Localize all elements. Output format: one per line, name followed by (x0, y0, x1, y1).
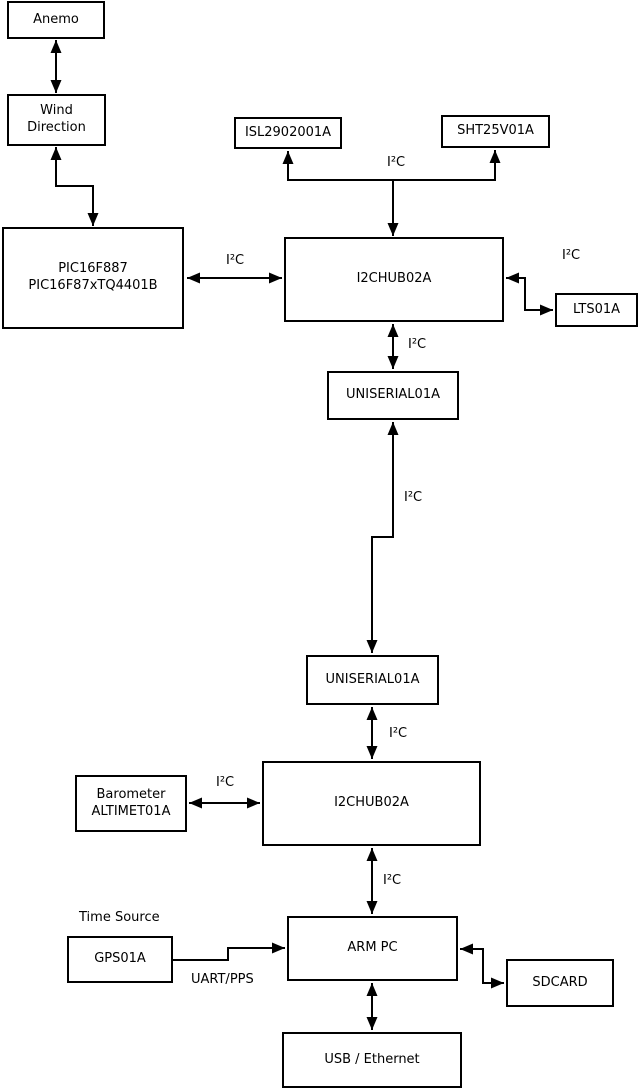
node-barometer-label-line1: Barometer (96, 786, 166, 802)
node-wind-direction-label-line1: Wind (40, 103, 73, 119)
node-usb-ethernet-label: USB / Ethernet (324, 1051, 420, 1067)
node-lts01a-label: LTS01A (572, 301, 621, 317)
node-wind-direction: Wind Direction (7, 94, 106, 146)
node-anemo-label: Anemo (33, 11, 79, 27)
node-usb-ethernet: USB / Ethernet (282, 1032, 462, 1088)
connector-i2chub-top-lts (506, 272, 553, 316)
node-sht25v01a-label: SHT25V01A (457, 123, 534, 139)
edge-label-i2c-uniserial-link: I²C (404, 490, 423, 505)
connector-armpc-sdcard (460, 943, 504, 989)
node-i2chub02a-bottom: I2CHUB02A (262, 761, 481, 846)
connector-gps-armpc (173, 942, 285, 961)
node-uniserial01a-bottom: UNISERIAL01A (306, 655, 439, 705)
node-sdcard-label: SDCARD (532, 974, 588, 990)
node-arm-pc-label: ARM PC (347, 940, 398, 956)
node-isl2902001a-label: ISL2902001A (244, 124, 332, 140)
node-i2chub02a-bottom-label: I2CHUB02A (334, 795, 409, 811)
node-gps01a: GPS01A (67, 936, 173, 983)
node-sdcard: SDCARD (506, 959, 614, 1007)
node-gps01a-label: GPS01A (94, 951, 146, 967)
node-uniserial01a-top: UNISERIAL01A (327, 371, 459, 420)
node-wind-direction-label-line2: Direction (27, 120, 86, 135)
edge-label-i2c-hub-uniserial-top: I²C (408, 337, 427, 352)
node-sht25v01a: SHT25V01A (441, 115, 550, 148)
edge-label-uart-pps: UART/PPS (191, 972, 254, 987)
node-lts01a: LTS01A (555, 293, 638, 327)
node-pic16f887-label-line2: PIC16F87xTQ4401B (28, 278, 158, 293)
connector-winddirection-pic (50, 147, 99, 226)
connector-isl-sht-branch (282, 150, 501, 181)
edge-label-i2c-pic-hub: I²C (226, 253, 245, 268)
node-pic16f887: PIC16F887 PIC16F87xTQ4401B (2, 227, 184, 329)
edge-label-i2c-hub-lts: I²C (562, 248, 581, 263)
edge-label-i2c-uniserial-hub-bottom: I²C (389, 726, 408, 741)
node-pic16f887-label-line1: PIC16F887 (58, 261, 128, 277)
node-anemo: Anemo (7, 1, 105, 39)
edge-label-i2c-barometer-hub: I²C (216, 775, 235, 790)
node-i2chub02a-top-label: I2CHUB02A (356, 271, 432, 287)
node-arm-pc: ARM PC (287, 916, 458, 981)
edge-label-i2c-branch: I²C (387, 155, 406, 170)
node-barometer-label-line2: ALTIMET01A (91, 803, 171, 819)
node-uniserial01a-bottom-label: UNISERIAL01A (325, 671, 420, 687)
edge-label-i2c-hub-armpc: I²C (383, 873, 402, 888)
node-uniserial01a-top-label: UNISERIAL01A (346, 387, 440, 403)
edge-label-time-source: Time Source (79, 910, 160, 925)
node-i2chub02a-top: I2CHUB02A (284, 237, 504, 322)
connector-uniserial-top-uniserial-bottom (366, 422, 399, 653)
node-isl2902001a: ISL2902001A (234, 117, 342, 149)
node-barometer-altimet01a: Barometer ALTIMET01A (75, 775, 187, 832)
